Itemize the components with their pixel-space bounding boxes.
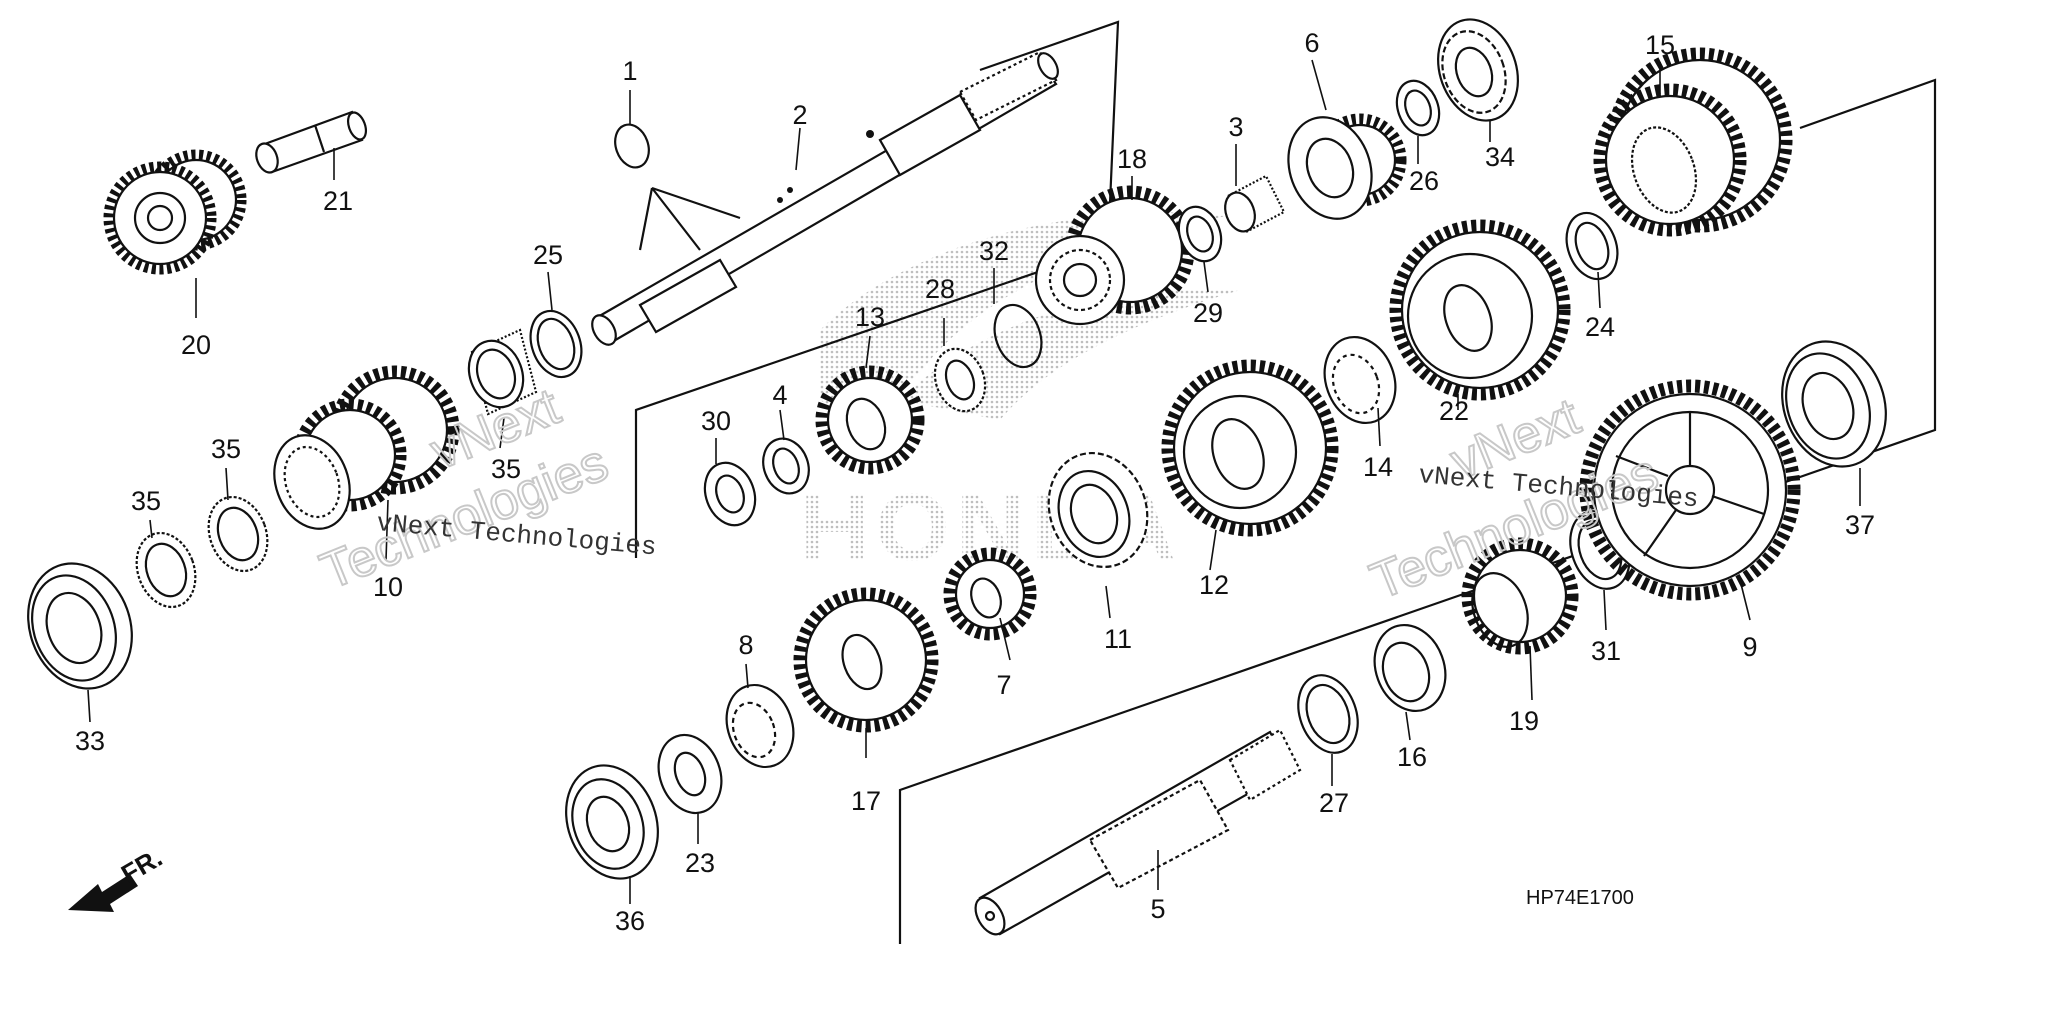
callout-35-middle: 35 [211, 434, 241, 464]
callout-6: 6 [1304, 28, 1319, 58]
callout-31: 31 [1591, 636, 1621, 666]
leader-lines [87, 59, 1861, 904]
callout-8: 8 [738, 630, 753, 660]
callout-32: 32 [979, 236, 1009, 266]
part-23-washer [657, 733, 723, 815]
part-13-gear [815, 365, 925, 475]
callout-33: 33 [75, 726, 105, 756]
callout-30: 30 [701, 406, 731, 436]
callout-9: 9 [1742, 632, 1757, 662]
callout-20: 20 [181, 330, 211, 360]
part-29-washer [1177, 205, 1223, 263]
callout-15: 15 [1645, 30, 1675, 60]
part-24-washer [1565, 211, 1619, 281]
callout-5: 5 [1150, 894, 1165, 924]
callout-3: 3 [1228, 112, 1243, 142]
part-5-countershaft [974, 728, 1302, 936]
callout-16: 16 [1397, 742, 1427, 772]
part-32-circlip [993, 303, 1043, 369]
part-14-collar [1323, 335, 1397, 425]
callout-27: 27 [1319, 788, 1349, 818]
part-12-gear [1161, 359, 1339, 537]
part-34-bearing [1437, 18, 1519, 122]
callout-24: 24 [1585, 312, 1615, 342]
callout-29: 29 [1193, 298, 1223, 328]
part-2-main-shaft [591, 50, 1059, 346]
callout-11: 11 [1104, 624, 1132, 654]
callout-35-lower: 35 [131, 486, 161, 516]
part-22-gear [1389, 219, 1571, 401]
part-11-gear [1047, 451, 1149, 569]
part-25-washer [529, 309, 583, 379]
part-9-gear [1579, 379, 1801, 601]
part-3-needle-bearing [1224, 174, 1286, 234]
part-36-bearing [565, 764, 659, 880]
callout-23: 23 [685, 848, 715, 878]
callout-1: 1 [622, 56, 637, 86]
callout-4: 4 [772, 380, 787, 410]
part-4-collar [762, 437, 810, 495]
part-30-washer [703, 461, 757, 527]
front-direction-arrow: FR. [68, 842, 167, 912]
part-35-needle-bearing-middle [207, 495, 269, 573]
callout-2: 2 [792, 100, 807, 130]
part-10-cluster-gear [273, 365, 460, 530]
callout-12: 12 [1199, 570, 1229, 600]
callout-25: 25 [533, 240, 563, 270]
part-8-collar [725, 683, 795, 769]
part-27-washer [1297, 674, 1359, 754]
callout-21: 21 [323, 186, 353, 216]
part-6-gear [1287, 113, 1407, 220]
callout-34: 34 [1485, 142, 1515, 172]
callout-17: 17 [851, 786, 881, 816]
diagram-code: HP74E1700 [1526, 887, 1634, 909]
callout-26: 26 [1409, 166, 1439, 196]
part-20-gear [103, 149, 247, 275]
part-21-pin [255, 110, 368, 174]
part-26-washer [1395, 79, 1441, 137]
part-28-bushing [933, 347, 987, 413]
part-7-gear [943, 547, 1037, 641]
callout-7: 7 [996, 670, 1011, 700]
part-35-needle-bearing-lower [135, 531, 197, 609]
part-19-gear [1461, 537, 1579, 655]
callout-14: 14 [1363, 452, 1393, 482]
callout-13: 13 [855, 302, 885, 332]
callout-22: 22 [1439, 396, 1469, 426]
callout-18: 18 [1117, 144, 1147, 174]
callout-36: 36 [615, 906, 645, 936]
part-16-collar [1373, 623, 1447, 713]
callout-labels: 1 2 3 4 5 6 7 8 9 10 11 12 13 14 15 16 1… [75, 28, 1875, 936]
part-17-gear [793, 587, 939, 733]
part-37-bearing [1781, 340, 1887, 468]
part-33-ball-bearing [27, 562, 133, 690]
part-1-washer [614, 123, 650, 169]
callout-37: 37 [1845, 510, 1875, 540]
part-15-gear [1593, 47, 1793, 237]
callout-19: 19 [1509, 706, 1539, 736]
part-35-needle-bearing-upper [467, 328, 538, 416]
callout-28: 28 [925, 274, 955, 304]
callout-35-upper: 35 [491, 454, 521, 484]
callout-10: 10 [373, 572, 403, 602]
